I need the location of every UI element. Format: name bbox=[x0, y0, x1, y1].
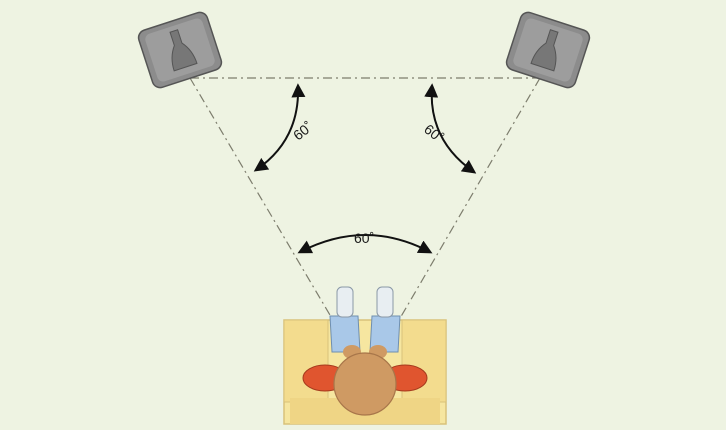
right-angle-arc bbox=[424, 83, 477, 174]
right-foot bbox=[376, 286, 394, 318]
listener-head bbox=[333, 352, 397, 416]
right-angle-label: 60˚ bbox=[421, 121, 447, 146]
left-foot bbox=[336, 286, 354, 318]
listener-person-top-view-icon bbox=[283, 286, 447, 425]
listener-angle-label: 60˚ bbox=[354, 230, 374, 246]
right-speaker-line bbox=[391, 77, 541, 333]
left-speaker-icon bbox=[137, 11, 223, 89]
right-speaker-icon bbox=[505, 11, 591, 89]
left-angle-arc bbox=[253, 83, 306, 172]
triangle-guide-lines bbox=[189, 77, 541, 333]
listener-angle-arc bbox=[297, 234, 433, 254]
left-speaker-line bbox=[189, 77, 341, 333]
